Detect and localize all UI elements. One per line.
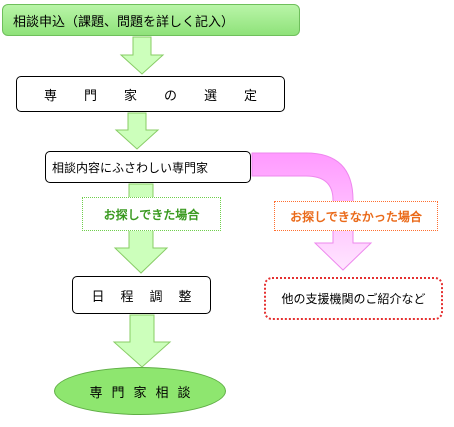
step-expert-consultation: 専門家相談 xyxy=(54,367,226,415)
step-suitable-expert-text: 相談内容にふさわしい専門家 xyxy=(52,160,209,175)
step-schedule-text: 日程調整 xyxy=(91,289,208,305)
step-suitable-expert: 相談内容にふさわしい専門家 xyxy=(45,151,251,183)
arrow-curve-not-found xyxy=(251,152,373,271)
step-other-support: 他の支援機関のご紹介など xyxy=(264,277,443,320)
arrow-down-4 xyxy=(112,314,172,368)
label-found: お探しできた場合 xyxy=(82,197,221,231)
step-apply-text: 相談申込（課題、問題を詳しく記入） xyxy=(13,14,235,30)
step-schedule: 日程調整 xyxy=(72,276,211,314)
label-found-text: お探しできた場合 xyxy=(103,207,200,222)
step-select-expert: 専門家の選定 xyxy=(16,76,285,112)
arrow-down-2 xyxy=(114,112,160,150)
label-not-found-text: お探しできなかった場合 xyxy=(290,209,422,224)
step-expert-consultation-text: 専門家相談 xyxy=(89,385,200,401)
step-apply: 相談申込（課題、問題を詳しく記入） xyxy=(2,4,300,36)
step-select-expert-text: 専門家の選定 xyxy=(43,88,284,104)
step-other-support-text: 他の支援機関のご紹介など xyxy=(281,292,426,306)
label-not-found: お探しできなかった場合 xyxy=(274,201,438,231)
arrow-down-1 xyxy=(119,36,165,75)
